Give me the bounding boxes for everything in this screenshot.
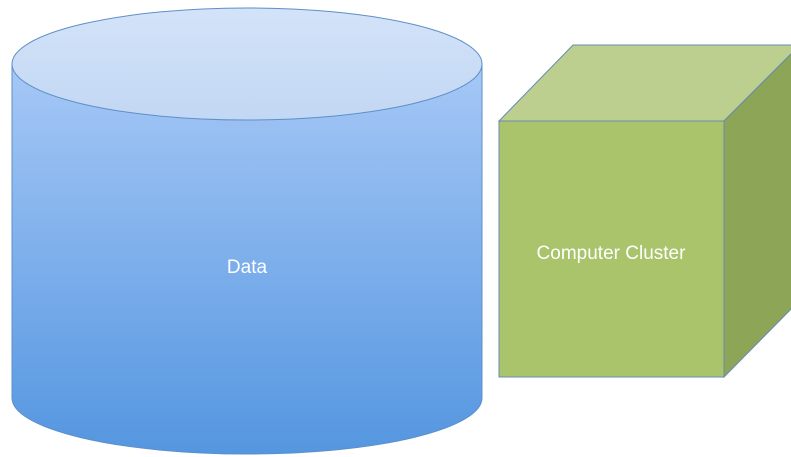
compute-cube-label: Computer Cluster [537,243,687,264]
compute-cube: Computer Cluster [497,44,791,379]
compute-cube-front-face [498,120,725,378]
database-cylinder-body [11,63,483,455]
database-label: Data [227,257,268,278]
database-cylinder: Data [11,7,483,455]
database-cylinder-top [11,7,483,121]
